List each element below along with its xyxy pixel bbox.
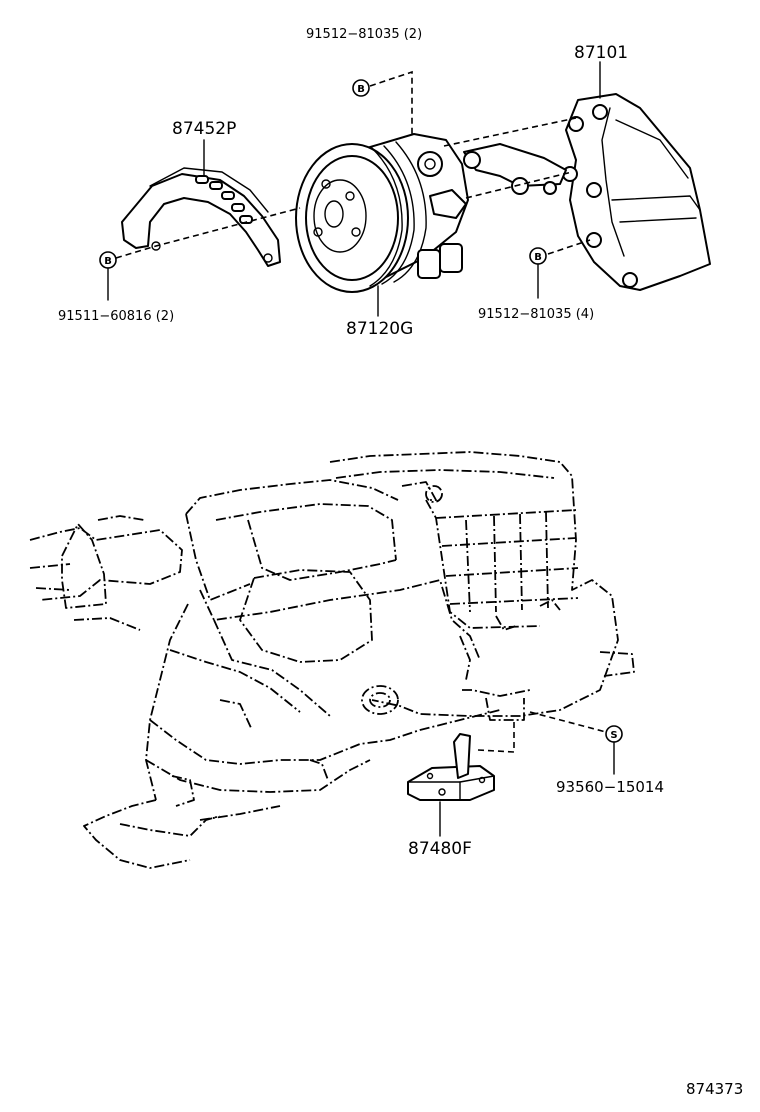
assembly-line-bolt-top [369, 70, 413, 136]
svg-text:B: B [357, 84, 365, 95]
label-bolt-top: 91512−81035 (2) [306, 27, 422, 42]
label-bolt-left: 91511−60816 (2) [58, 309, 174, 324]
assembly-line-screw [529, 711, 607, 733]
label-bracket-assy: 87101 [574, 43, 628, 63]
label-cover: 87452P [172, 119, 236, 139]
bolt-symbol-top: B [352, 79, 370, 97]
compressor-part [295, 133, 469, 293]
bolt-symbol-left: B [99, 251, 117, 269]
hvac-unit-phantom [29, 451, 635, 869]
bolt-symbol-right: B [529, 247, 547, 265]
svg-text:B: B [534, 252, 542, 263]
compressor-assembly: B B B [99, 61, 711, 317]
compressor-cover-part [121, 167, 281, 267]
assembly-line-sensor [477, 720, 515, 753]
diagram-number: 874373 [686, 1080, 743, 1098]
label-sensor: 87480F [408, 839, 472, 859]
assembly-line-left-bolt [115, 207, 301, 259]
sensor-part [407, 733, 495, 801]
label-bolt-right: 91512−81035 (4) [478, 307, 594, 322]
assembly-line-bracket-mid [465, 171, 573, 199]
screw-symbol: S [605, 725, 623, 743]
label-compressor: 87120G [346, 319, 413, 339]
svg-text:S: S [610, 730, 617, 741]
assembly-line-right-bolt [547, 239, 591, 255]
label-screw: 93560−15014 [556, 778, 664, 796]
compressor-bracket-part [463, 93, 711, 291]
svg-text:B: B [104, 256, 112, 267]
assembly-line-bracket-top [443, 117, 577, 147]
